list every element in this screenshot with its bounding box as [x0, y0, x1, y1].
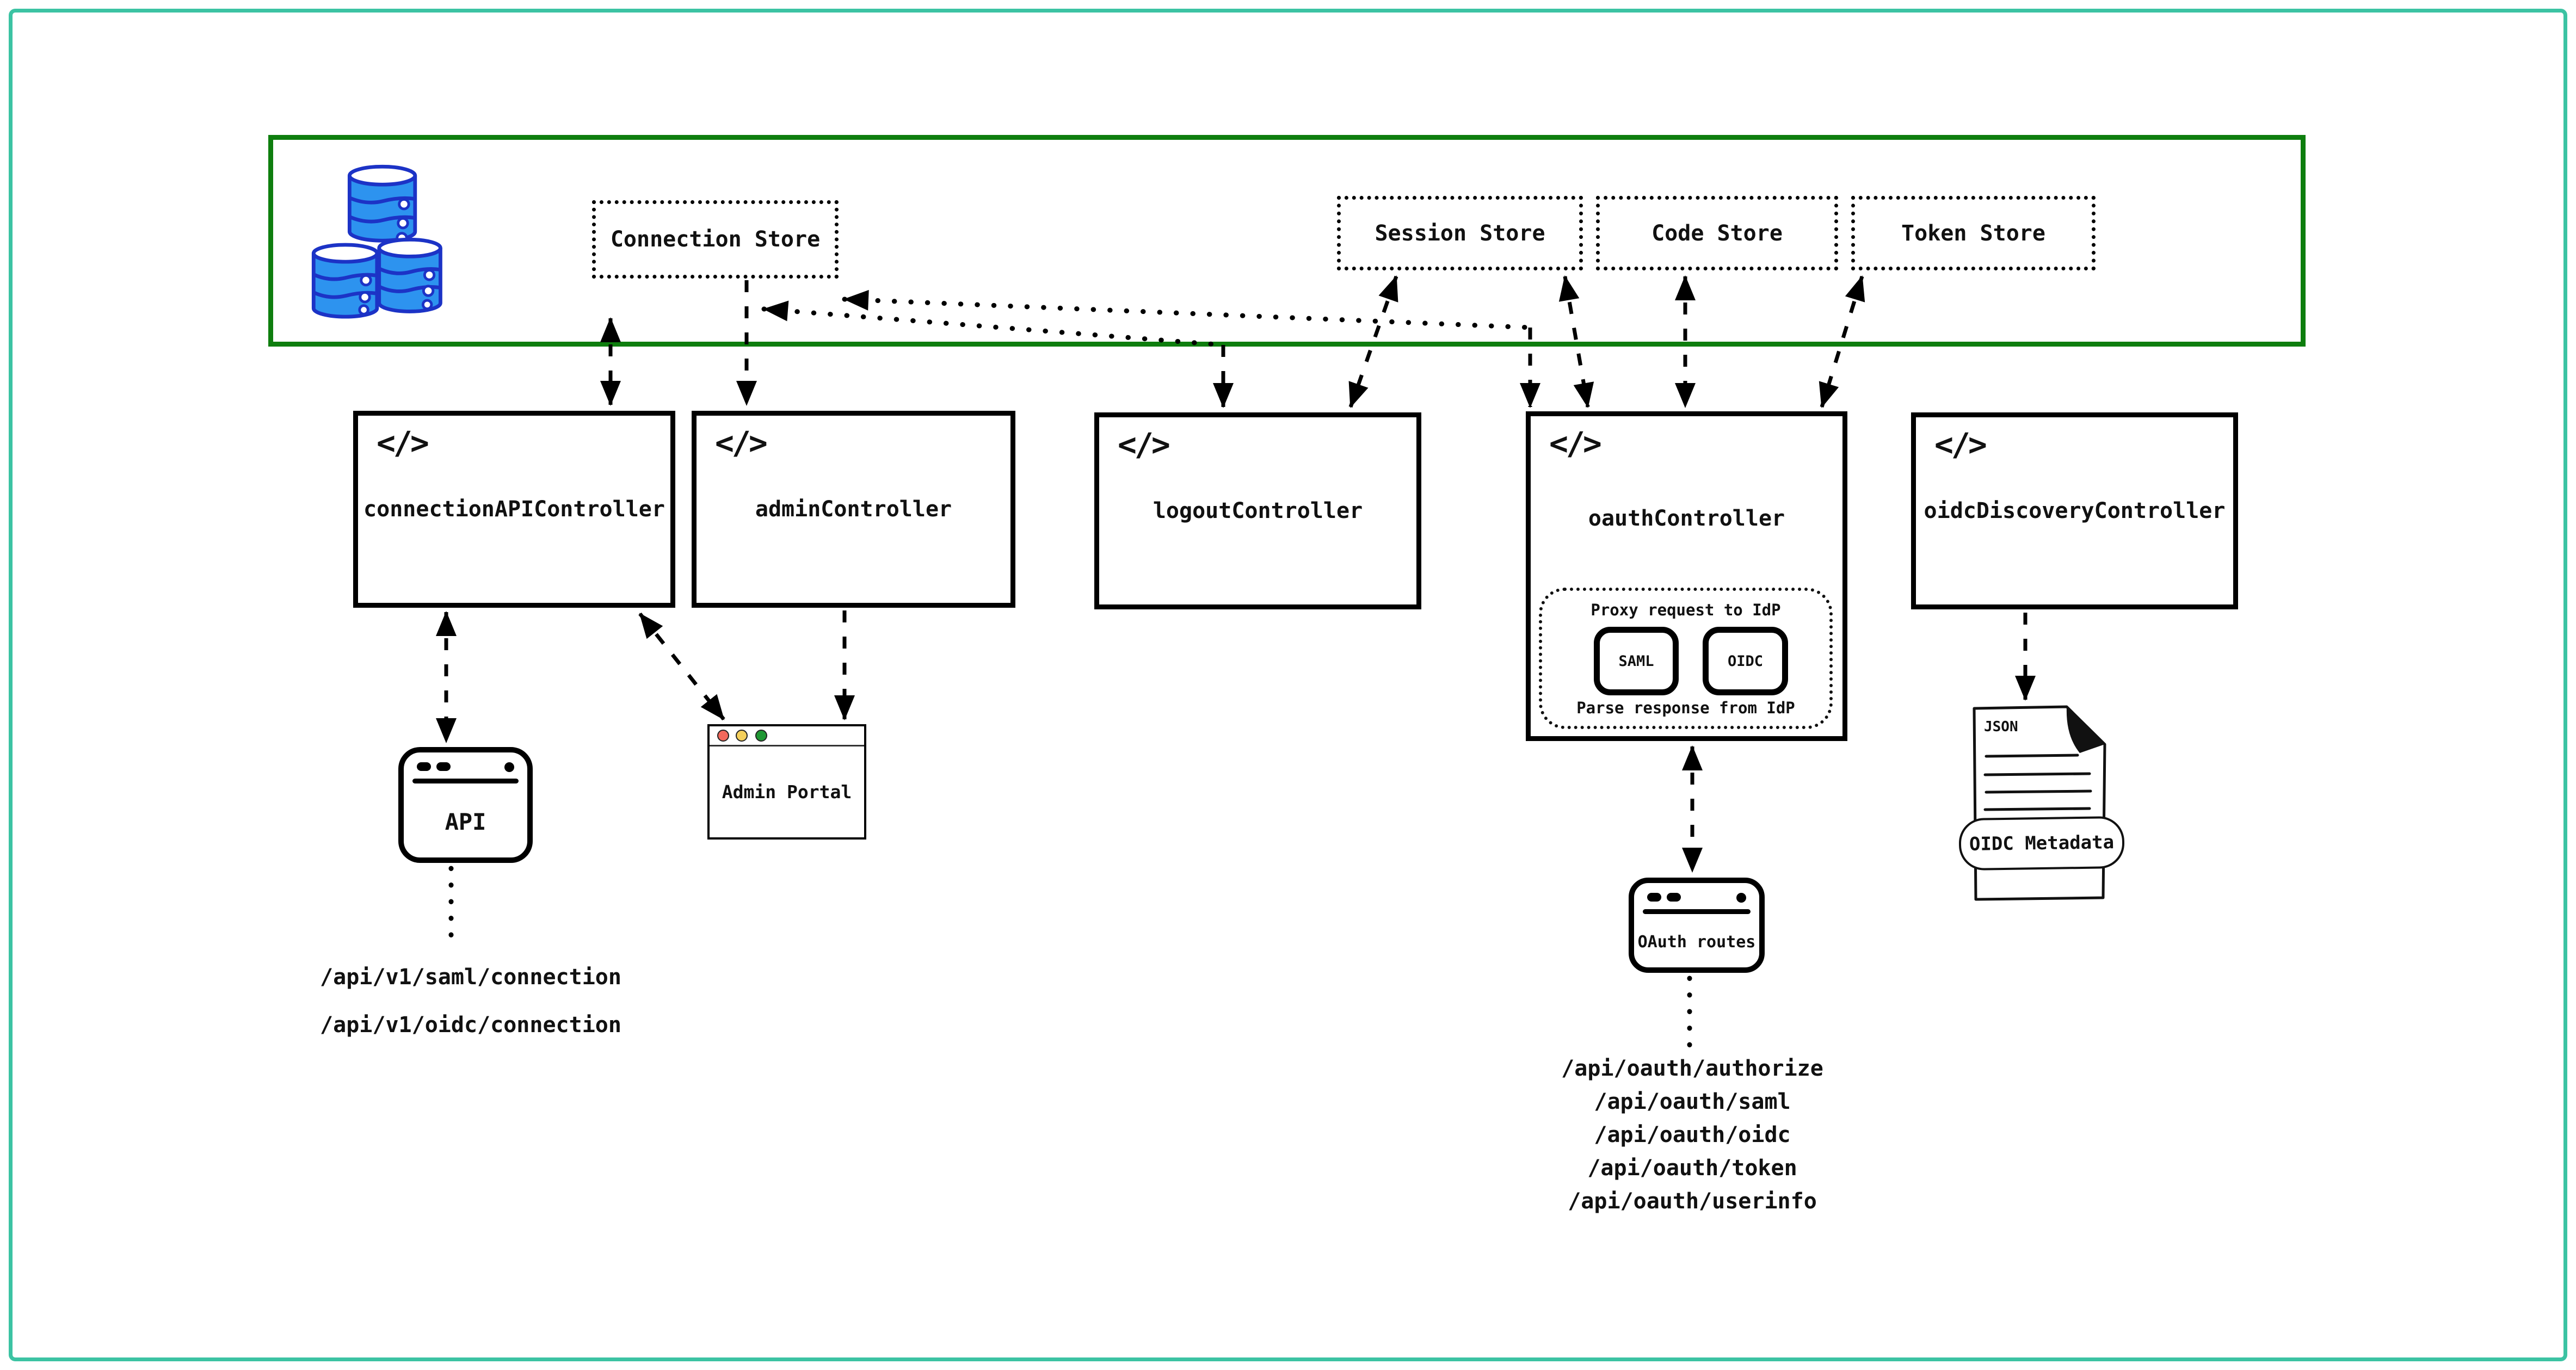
oidc-protocol-badge: OIDC	[1703, 627, 1788, 695]
code-icon: </>	[1549, 425, 1602, 462]
window-bar-line	[1643, 909, 1751, 914]
oidc-metadata-label: OIDC Metadata	[1969, 831, 2115, 855]
oidc-discovery-controller-box: </> oidcDiscoveryController	[1911, 412, 2238, 609]
endpoint: /api/v1/oidc/connection	[320, 1013, 621, 1038]
oidc-label: OIDC	[1727, 652, 1764, 670]
endpoint: /api/oauth/oidc	[1594, 1122, 1791, 1147]
endpoint: /api/oauth/authorize	[1561, 1056, 1823, 1081]
oauth-controller-label: oauthController	[1588, 506, 1785, 531]
proxy-footer: Parse response from IdP	[1576, 699, 1795, 717]
admin-controller-box: </> adminController	[692, 411, 1015, 608]
json-file-type-label: JSON	[1984, 719, 2018, 735]
endpoint: /api/oauth/userinfo	[1568, 1189, 1817, 1214]
oidc-discovery-controller-label: oidcDiscoveryController	[1924, 498, 2226, 523]
arrow-connection-api-controller-admin-portal	[638, 612, 725, 721]
session-store-label: Session Store	[1375, 220, 1545, 246]
connection-store: Connection Store	[592, 200, 839, 279]
oauth-routes-window: OAuth routes	[1629, 878, 1765, 973]
token-store: Token Store	[1851, 196, 2096, 270]
code-store-label: Code Store	[1651, 220, 1783, 246]
endpoint: /api/oauth/saml	[1594, 1089, 1791, 1114]
window-dot-icon	[1667, 893, 1681, 902]
connection-store-label: Connection Store	[610, 227, 821, 252]
code-store: Code Store	[1596, 196, 1838, 270]
logout-controller-label: logoutController	[1153, 498, 1363, 523]
admin-controller-label: adminController	[755, 497, 952, 522]
minimize-traffic-light-icon	[736, 730, 748, 742]
endpoint: /api/oauth/token	[1587, 1156, 1797, 1181]
oidc-metadata-banner: OIDC Metadata	[1958, 816, 2125, 871]
code-icon: </>	[377, 424, 429, 461]
maximize-traffic-light-icon	[755, 730, 767, 742]
window-dot-icon	[417, 762, 431, 771]
oauth-routes-label: OAuth routes	[1637, 933, 1756, 952]
saml-label: SAML	[1618, 652, 1654, 670]
oauth-endpoint-list: /api/oauth/authorize /api/oauth/saml /ap…	[1524, 1052, 1861, 1218]
window-dot-icon	[1736, 893, 1746, 903]
admin-portal-titlebar	[710, 726, 864, 746]
saml-protocol-badge: SAML	[1594, 627, 1679, 695]
idp-proxy-box: Proxy request to IdP SAML OIDC Parse res…	[1539, 588, 1833, 729]
json-document-icon: JSON	[1973, 705, 2106, 901]
connection-api-controller-box: </> connectionAPIController	[353, 411, 675, 608]
window-dot-icon	[436, 762, 451, 771]
code-icon: </>	[715, 424, 768, 461]
logout-controller-box: </> logoutController	[1094, 412, 1421, 609]
code-icon: </>	[1118, 426, 1170, 463]
api-window-label: API	[445, 809, 486, 835]
admin-portal-window: Admin Portal	[707, 724, 866, 840]
endpoint: /api/v1/saml/connection	[320, 965, 621, 990]
token-store-label: Token Store	[1901, 220, 2045, 246]
proxy-title: Proxy request to IdP	[1591, 601, 1781, 619]
connection-api-controller-label: connectionAPIController	[363, 497, 665, 522]
session-store: Session Store	[1337, 196, 1583, 270]
api-window: API	[398, 747, 533, 863]
window-dot-icon	[1647, 893, 1661, 902]
window-bar-line	[412, 779, 519, 783]
window-dot-icon	[504, 762, 514, 772]
admin-portal-label: Admin Portal	[722, 781, 852, 803]
api-endpoint-list: /api/v1/saml/connection /api/v1/oidc/con…	[305, 953, 637, 1049]
code-icon: </>	[1934, 426, 1987, 463]
close-traffic-light-icon	[717, 730, 729, 742]
